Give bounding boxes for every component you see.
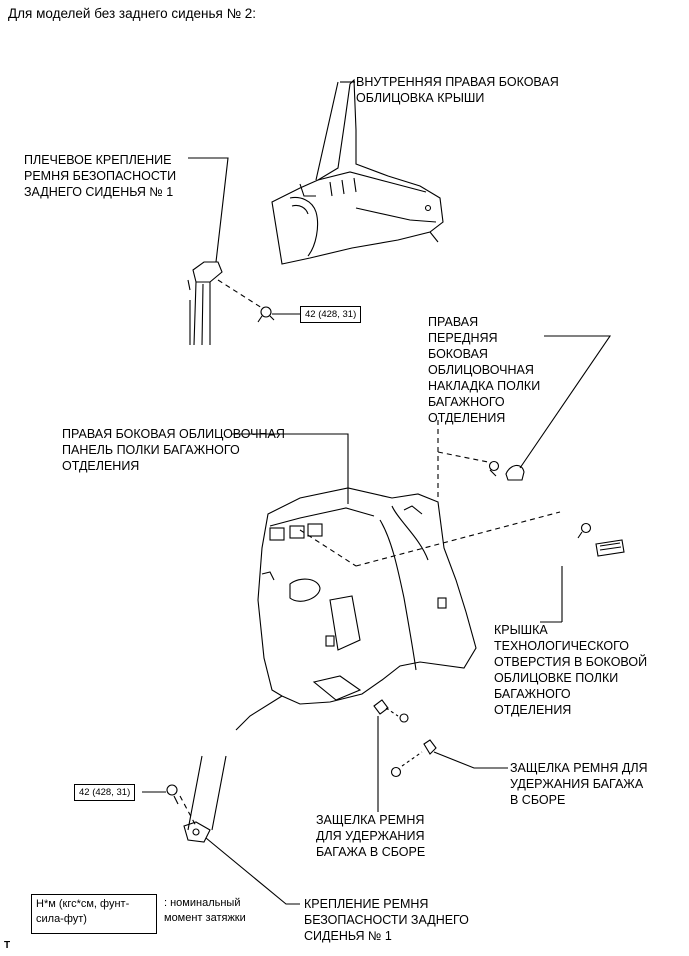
label-latch-right: ЗАЩЕЛКА РЕМНЯ ДЛЯ УДЕРЖАНИЯ БАГАЖА В СБО… xyxy=(510,761,648,807)
label-front-cover: ПРАВАЯ ПЕРЕДНЯЯ БОКОВАЯ ОБЛИЦОВОЧНАЯ НАК… xyxy=(428,315,541,425)
leader-latch-right xyxy=(433,751,508,769)
bolt-upper xyxy=(257,306,275,323)
belt-anchor-part xyxy=(183,755,227,843)
leader-belt-anchor xyxy=(205,837,300,905)
label-belt-anchor: КРЕПЛЕНИЕ РЕМНЯ БЕЗОПАСНОСТИ ЗАДНЕГО СИД… xyxy=(304,897,469,943)
label-side-panel: ПРАВАЯ БОКОВАЯ ОБЛИЦОВОЧНАЯ ПАНЕЛЬ ПОЛКИ… xyxy=(62,427,285,473)
legend-units-box: Н*м (кгс*см, фунт- сила-фут) xyxy=(31,894,157,934)
clip-hole-cover xyxy=(577,522,592,539)
dash-lower-bolt xyxy=(179,795,197,827)
torque-box-lower: 42 (428, 31) xyxy=(74,784,136,801)
front-cover-part xyxy=(505,464,525,481)
bolt-lower xyxy=(166,784,179,805)
leader-front-cover xyxy=(519,335,612,469)
dash-panel-b xyxy=(355,511,561,567)
latch-right-part xyxy=(390,739,437,778)
dash-front-cover-h xyxy=(437,451,489,463)
leader-side-panel xyxy=(232,433,349,504)
label-latch-center: ЗАЩЕЛКА РЕМНЯ ДЛЯ УДЕРЖАНИЯ БАГАЖА В СБО… xyxy=(316,813,426,859)
roof-side-trim xyxy=(271,78,444,265)
side-panel-part xyxy=(235,487,477,731)
latch-center-part xyxy=(373,699,409,723)
page-header: Для моделей без заднего сиденья № 2: xyxy=(8,6,257,21)
torque-box-upper: 42 (428, 31) xyxy=(300,306,362,323)
hole-cover-part xyxy=(595,539,625,557)
clip-front-cover xyxy=(488,460,500,477)
leader-shoulder-anchor xyxy=(188,157,229,263)
leader-roof-trim-2 xyxy=(315,81,339,181)
label-shoulder-anchor: ПЛЕЧЕВОЕ КРЕПЛЕНИЕ РЕМНЯ БЕЗОПАСНОСТИ ЗА… xyxy=(24,153,177,199)
corner-mark: T xyxy=(4,940,11,951)
legend-note: : номинальный момент затяжки xyxy=(164,897,246,924)
shoulder-anchor-part xyxy=(187,261,223,346)
label-roof-trim: ВНУТРЕННЯЯ ПРАВАЯ БОКОВАЯ ОБЛИЦОВКА КРЫШ… xyxy=(356,75,559,105)
dash-panel-a xyxy=(299,529,357,567)
dash-shoulder-bolt xyxy=(217,279,263,309)
label-hole-cover: КРЫШКА ТЕХНОЛОГИЧЕСКОГО ОТВЕРСТИЯ В БОКО… xyxy=(494,623,648,717)
